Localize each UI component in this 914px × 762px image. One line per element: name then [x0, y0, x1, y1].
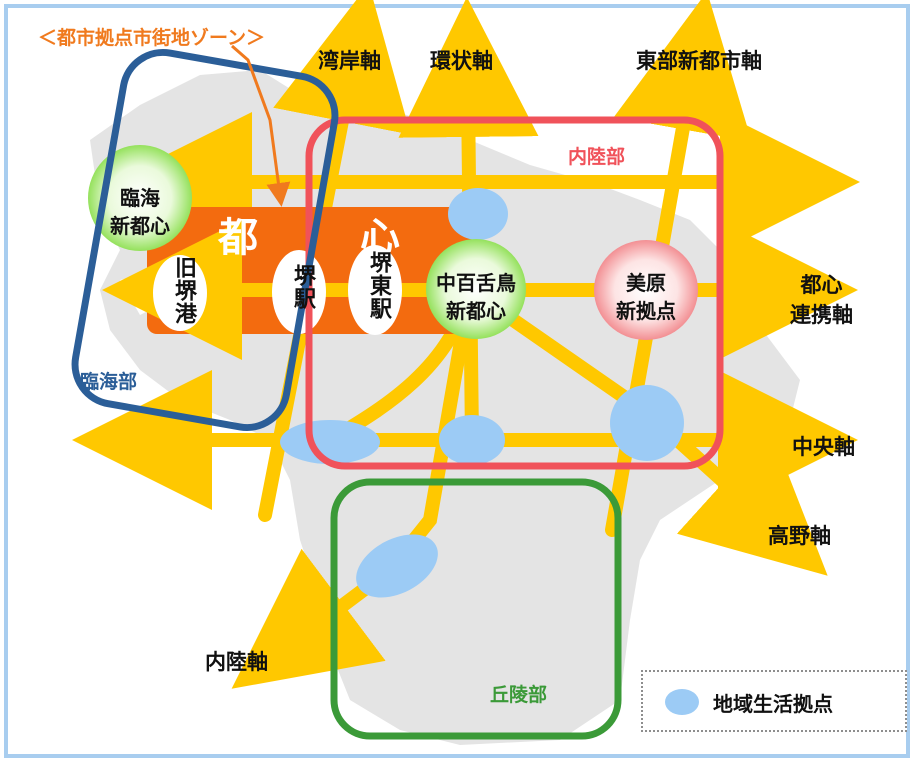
zone-title: ＜都市拠点市街地ゾーン＞	[38, 27, 266, 49]
axis-label-central: 中央軸	[792, 435, 855, 459]
zone-label-coastal: 臨海部	[80, 371, 138, 393]
station-oval-sakaihigashi	[348, 245, 402, 335]
axis-label-ring: 環状軸	[430, 49, 493, 73]
local-hub	[356, 534, 438, 598]
legend-label: 地域生活拠点	[713, 692, 833, 716]
zone-label-inland: 内陸部	[568, 146, 626, 168]
coastal-zone-boundary	[71, 48, 339, 432]
toshin-char-1: 都	[218, 215, 258, 261]
node-label-nakamozu: 中百舌鳥 新都心	[436, 271, 516, 323]
zone-boundaries	[71, 48, 724, 740]
axis-label-toshin-renkei: 都心 連携軸	[790, 273, 853, 327]
legend: 地域生活拠点	[641, 670, 907, 732]
node-label-rinkai: 臨海 新都心	[110, 186, 170, 238]
station-label-kyu-sakaiko: 旧堺港	[171, 256, 196, 325]
toshin-char-2: 心	[360, 215, 400, 261]
node-label-mihara: 美原 新拠点	[616, 271, 676, 323]
zone-label-hills: 丘陵部	[490, 684, 548, 706]
station-oval-kyu-sakaiko	[153, 255, 207, 331]
local-hub	[448, 188, 508, 240]
rinkai-node	[88, 145, 192, 251]
hills-zone-boundary	[330, 478, 622, 740]
station-label-sakai: 堺駅	[290, 264, 315, 310]
major-nodes	[88, 145, 698, 340]
local-hub	[610, 385, 684, 461]
inland-zone-boundary	[305, 116, 724, 470]
local-hub-legend-icon	[665, 689, 699, 715]
axis-label-koya: 高野軸	[768, 524, 831, 548]
axis-label-inland: 内陸軸	[205, 650, 268, 674]
station-label-sakaihigashi: 堺東駅	[366, 251, 391, 320]
nakamozu-node	[426, 239, 526, 339]
mihara-node	[594, 240, 698, 340]
local-hubs	[280, 188, 684, 598]
axis-label-bay: 湾岸軸	[318, 49, 381, 73]
axis-label-east-new-city: 東部新都市軸	[636, 49, 762, 73]
zone-title-pointer-arrow	[231, 44, 291, 207]
local-hub	[280, 420, 380, 464]
local-hub	[439, 415, 505, 465]
